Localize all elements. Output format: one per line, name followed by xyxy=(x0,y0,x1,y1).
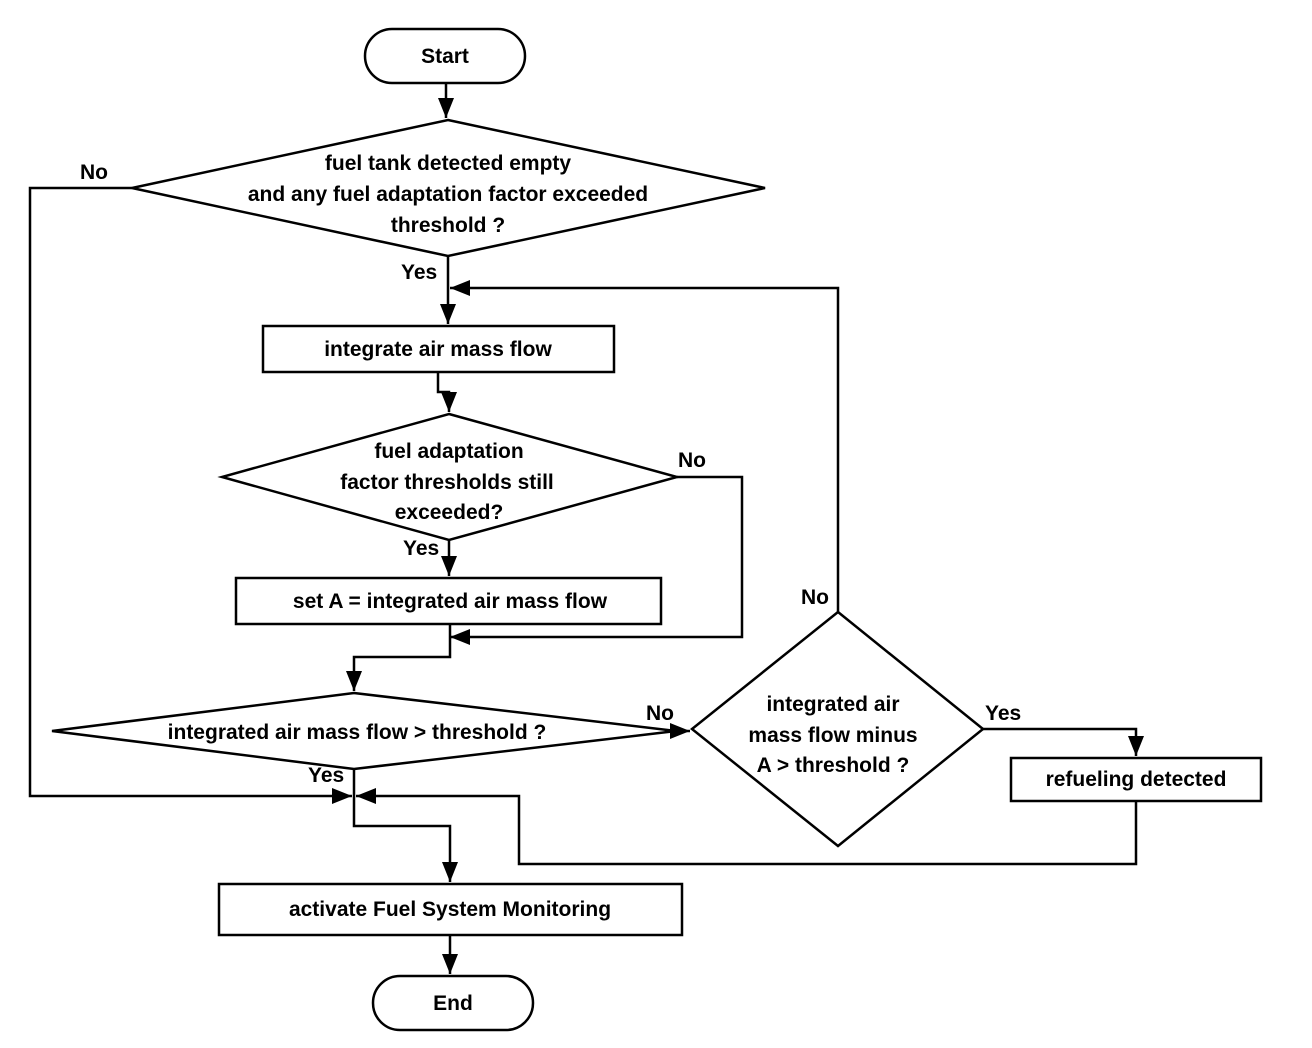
process-refuel-label: refueling detected xyxy=(1046,768,1227,791)
decision-minus-line1: integrated air xyxy=(766,693,899,716)
decision-adapt-line3: exceeded? xyxy=(395,501,504,524)
process-set-a: set A = integrated air mass flow xyxy=(234,576,663,626)
decision-flow-no-label: No xyxy=(646,702,674,725)
decision-minus-line2: mass flow minus xyxy=(748,724,917,747)
decision-tank-line1: fuel tank detected empty xyxy=(325,152,572,175)
decision-adapt-yes-label: Yes xyxy=(403,537,439,560)
process-refueling-detected: refueling detected xyxy=(1009,756,1263,803)
connector-decision2-no-to-join xyxy=(450,475,744,645)
process-activate-label: activate Fuel System Monitoring xyxy=(289,898,611,921)
decision-tank-yes-label: Yes xyxy=(401,261,437,284)
decision-adaptation-still-exceeded: fuel adaptation factor thresholds still … xyxy=(217,412,682,542)
decision-minus-no-label: No xyxy=(801,586,829,609)
end-label: End xyxy=(433,992,473,1015)
decision-adapt-no-label: No xyxy=(678,449,706,472)
decision-flow-over-threshold: integrated air mass flow > threshold ? xyxy=(51,691,677,771)
decision-adapt-line2: factor thresholds still xyxy=(340,471,554,494)
connector-decision4-no-to-integrate xyxy=(450,280,840,612)
connector-decision3-yes-to-activate xyxy=(352,769,458,882)
process-integrate-label: integrate air mass flow xyxy=(324,338,552,361)
decision-flow-yes-label: Yes xyxy=(308,764,344,787)
decision-adapt-line1: fuel adaptation xyxy=(374,440,523,463)
decision-minus-line3: A > threshold ? xyxy=(757,754,910,777)
connector-set-a-to-decision3 xyxy=(346,624,452,691)
decision-tank-line3: threshold ? xyxy=(391,214,505,237)
connector-decision1-no-to-merge xyxy=(28,186,352,804)
connector-refuel-to-merge xyxy=(356,788,1138,866)
decision-tank-line2: and any fuel adaptation factor exceeded xyxy=(248,183,648,206)
decision-flow-label: integrated air mass flow > threshold ? xyxy=(168,721,547,744)
decision-fuel-tank-empty: fuel tank detected empty and any fuel ad… xyxy=(131,118,766,258)
process-set-a-label: set A = integrated air mass flow xyxy=(293,590,608,613)
decision-flow-minus-a: integrated air mass flow minus A > thres… xyxy=(690,610,985,848)
connector-decision4-yes-to-refuel xyxy=(983,727,1144,756)
decision-minus-yes-label: Yes xyxy=(985,702,1021,725)
connector-integrate-to-decision2 xyxy=(436,372,457,412)
start-label: Start xyxy=(421,45,469,68)
decision-tank-no-label: No xyxy=(80,161,108,184)
start-terminal: Start xyxy=(363,27,527,85)
end-terminal: End xyxy=(371,974,535,1032)
process-integrate-air-mass-flow: integrate air mass flow xyxy=(261,324,616,374)
process-activate-monitoring: activate Fuel System Monitoring xyxy=(217,882,684,937)
